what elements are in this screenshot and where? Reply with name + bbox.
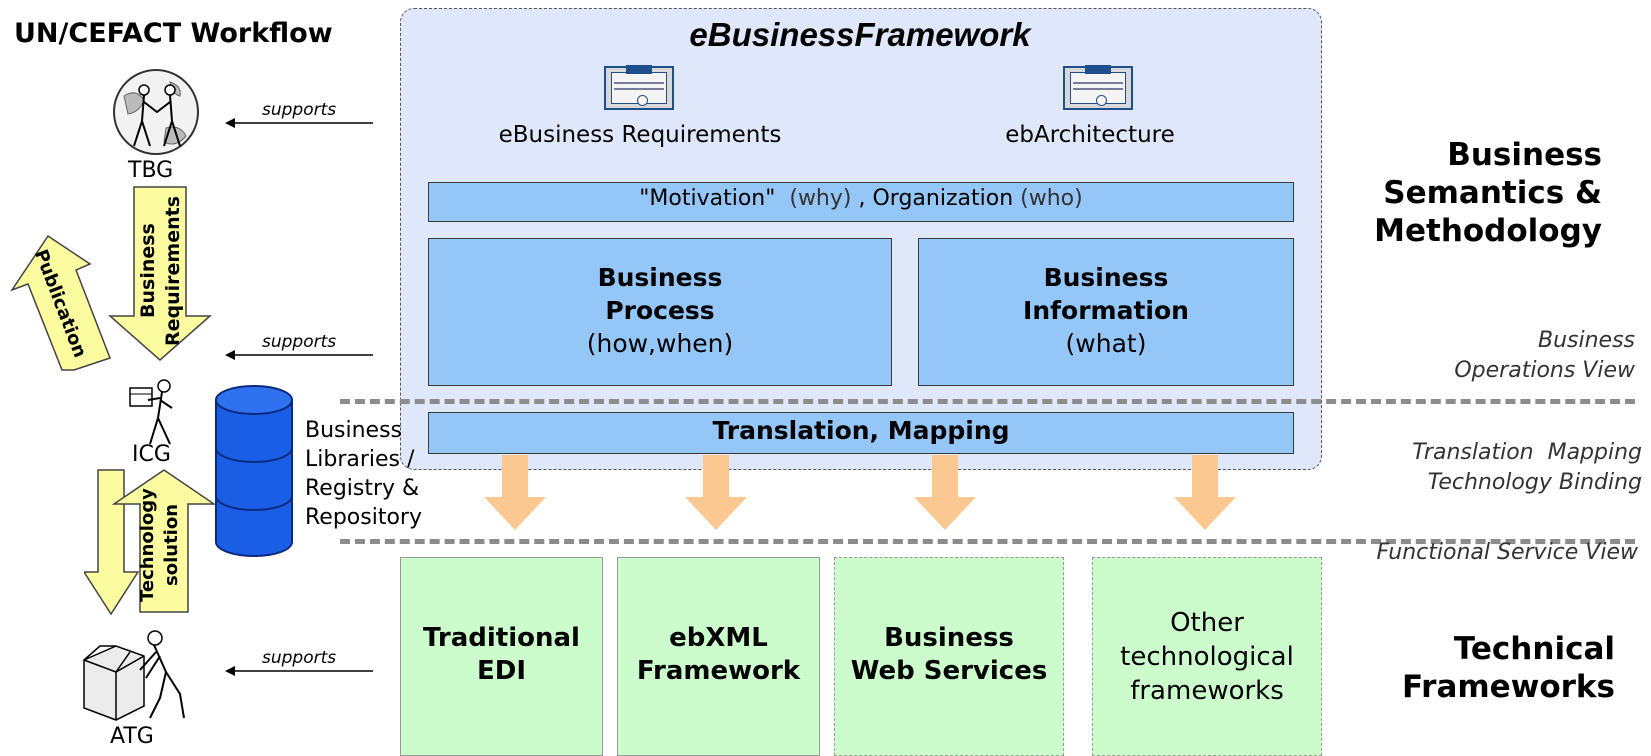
tbg-label: TBG [128, 158, 174, 183]
person-carrying-box-icon [129, 379, 173, 445]
supports-label: supports [262, 648, 337, 668]
operations-view-label: Business Operations View [1330, 326, 1635, 386]
label-line: Repository [305, 505, 422, 530]
icg-label: ICG [132, 442, 171, 467]
tech-box-line: Other [1170, 608, 1244, 638]
label-line: solution [161, 503, 182, 587]
business-requirements-arrow [108, 186, 212, 361]
tech-box-traditional-edi: Traditional EDI [400, 557, 603, 756]
motivation-who: (who) [1020, 186, 1083, 211]
motivation-organization: Organization [872, 186, 1014, 211]
label-line: Translation Mapping [1412, 440, 1642, 465]
label-line: Technology [137, 488, 158, 602]
divider-functional [340, 539, 1635, 544]
label-line: Semantics & [1383, 175, 1602, 211]
motivation-why: (why) [789, 186, 852, 211]
label-line: Operations View [1454, 358, 1635, 383]
down-arrow-icon [685, 455, 747, 530]
label-line: Business [137, 223, 159, 319]
person-with-box-icon [83, 630, 185, 721]
label-line: Technology Binding [1427, 470, 1642, 495]
label-line: Technical [1453, 631, 1615, 667]
technology-solution-arrows [84, 469, 216, 616]
business-libraries-label: Business Libraries / Registry & Reposito… [305, 416, 422, 532]
business-information-sub: (what) [1065, 329, 1147, 358]
label-line: Business [305, 418, 403, 443]
left-arrow-icon [225, 118, 373, 128]
down-arrow-icon [1174, 455, 1236, 530]
label-line: Methodology [1374, 213, 1602, 249]
publication-arrow [10, 234, 111, 371]
certificate-icon [604, 65, 674, 110]
translation-view-label: Translation Mapping Technology Binding [1330, 438, 1642, 498]
motivation-text: "Motivation" (why) , Organization (who) [428, 186, 1294, 211]
label-line: Frameworks [1401, 669, 1615, 705]
tech-box-other: Other technological frameworks [1092, 557, 1322, 756]
business-information-title-1: Business [1043, 263, 1169, 292]
translation-text: Translation, Mapping [712, 416, 1010, 445]
supports-label: supports [262, 100, 337, 120]
tech-box-web-services: Business Web Services [834, 557, 1064, 756]
diagram-title: UN/CEFACT Workflow [14, 18, 333, 49]
motivation-separator: , [858, 186, 866, 211]
tech-box-line: ebXML [669, 623, 768, 653]
business-requirements-label: Business Requirements [136, 196, 186, 346]
divider-operations [340, 399, 1635, 404]
down-arrow-icon [484, 455, 546, 530]
motivation-quote: "Motivation" [639, 186, 776, 211]
business-process-title-1: Business [597, 263, 723, 292]
business-process-sub: (how,when) [586, 329, 734, 358]
ebarchitecture-label: ebArchitecture [1005, 122, 1175, 148]
tech-box-line: Business [884, 623, 1014, 653]
label-line: Business [1447, 137, 1602, 173]
functional-view-label: Functional Service View [1376, 540, 1638, 565]
ebusiness-requirements-label: eBusiness Requirements [498, 122, 782, 148]
left-arrow-icon [225, 350, 373, 360]
business-process-box: Business Process (how,when) [428, 238, 892, 386]
certificate-icon [1063, 65, 1133, 110]
tech-box-line: Traditional [423, 623, 580, 653]
business-semantics-label: Business Semantics & Methodology [1330, 136, 1602, 250]
business-information-title-2: Information [1023, 296, 1189, 325]
supports-label: supports [262, 332, 337, 352]
down-arrow-icon [914, 455, 976, 530]
label-line: Registry & [305, 476, 420, 501]
globe-handshake-icon [113, 69, 199, 155]
tech-box-line: Web Services [850, 656, 1048, 686]
tech-box-line: Framework [636, 656, 801, 686]
database-icon [215, 385, 293, 557]
atg-label: ATG [110, 724, 154, 749]
label-line: Libraries / [305, 447, 415, 472]
framework-title: eBusinessFramework [689, 16, 1031, 53]
tech-box-line: EDI [476, 656, 527, 686]
technology-solution-label: Technology solution [136, 480, 186, 610]
tech-box-line: frameworks [1130, 676, 1284, 706]
label-line: Requirements [162, 195, 184, 346]
translation-bar [428, 412, 1294, 454]
business-information-box: Business Information (what) [918, 238, 1294, 386]
left-arrow-icon [225, 666, 373, 676]
motivation-bar [428, 182, 1294, 222]
binding-arrows [484, 455, 1236, 530]
technical-frameworks-label: Technical Frameworks [1330, 630, 1615, 706]
label-line: Business [1537, 328, 1635, 353]
tech-box-ebxml: ebXML Framework [617, 557, 820, 756]
business-process-title-2: Process [605, 296, 715, 325]
tech-box-line: technological [1120, 642, 1294, 672]
